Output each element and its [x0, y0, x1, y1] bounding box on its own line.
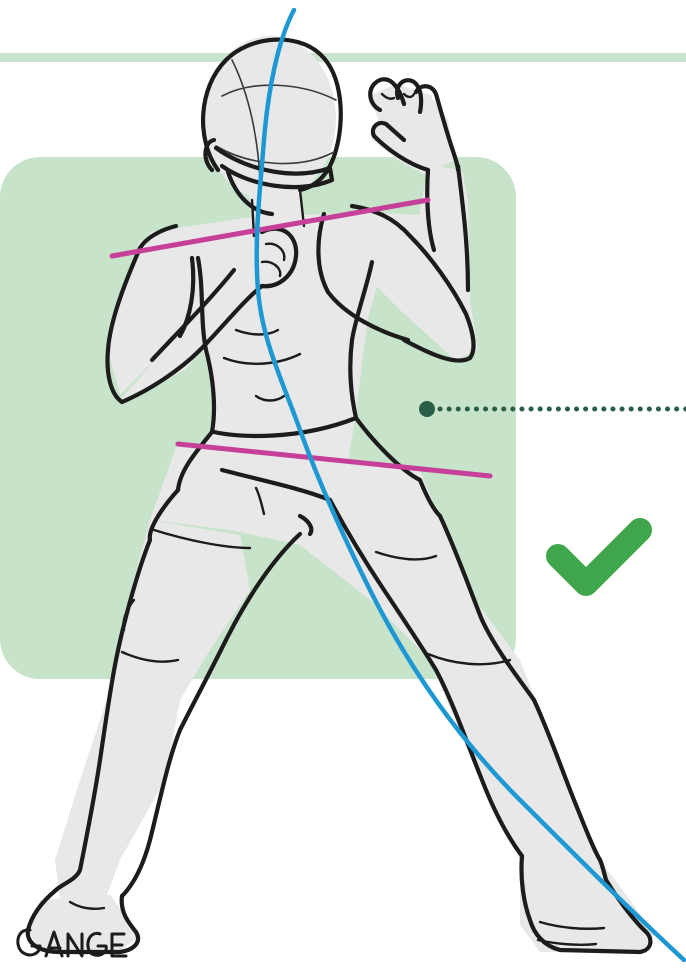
top-bar [0, 53, 686, 62]
checkmark-icon [558, 530, 640, 584]
leader-dot [419, 401, 435, 417]
